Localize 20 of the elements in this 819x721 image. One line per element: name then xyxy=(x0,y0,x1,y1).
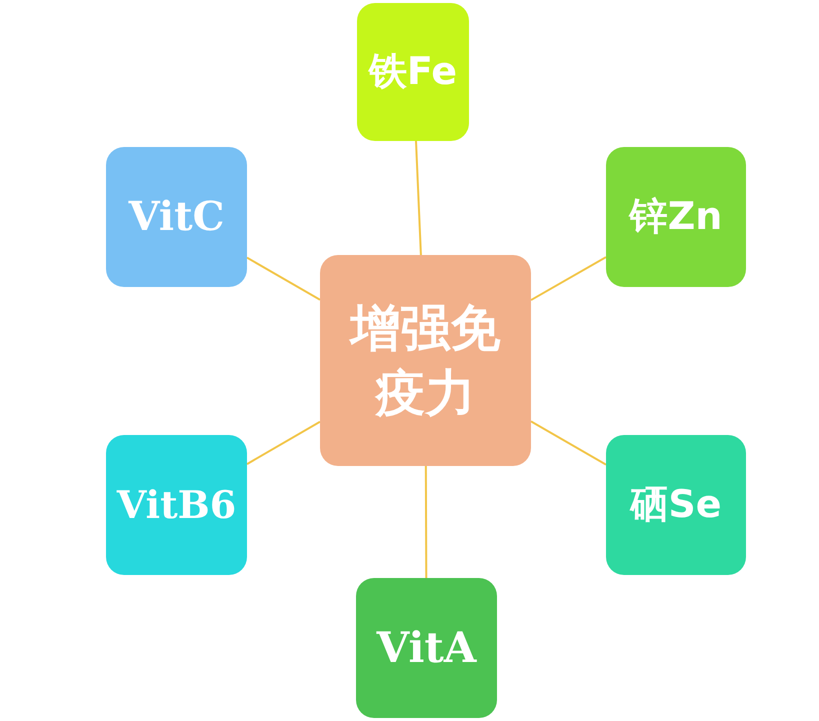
rounded-box xyxy=(606,435,746,575)
connector-line xyxy=(415,140,422,256)
connector-line xyxy=(246,420,320,465)
connector-line xyxy=(530,420,606,466)
connector-line xyxy=(530,256,606,301)
node-label: VitC xyxy=(128,192,224,242)
rounded-box xyxy=(106,147,247,287)
node-label: 硒Se xyxy=(630,481,722,528)
node-label: 锌Zn xyxy=(630,193,722,240)
node-label: VitA xyxy=(376,622,476,674)
rounded-box xyxy=(606,147,746,287)
node-label: VitB6 xyxy=(116,481,236,530)
rounded-box xyxy=(106,435,247,575)
rounded-box xyxy=(320,255,531,466)
connector-line xyxy=(424,466,428,578)
node-label: 铁Fe xyxy=(368,48,458,96)
rounded-box xyxy=(356,578,497,718)
rounded-box xyxy=(357,3,469,141)
connector-line xyxy=(246,256,320,301)
node-label: 增强免疫力 xyxy=(348,298,502,424)
